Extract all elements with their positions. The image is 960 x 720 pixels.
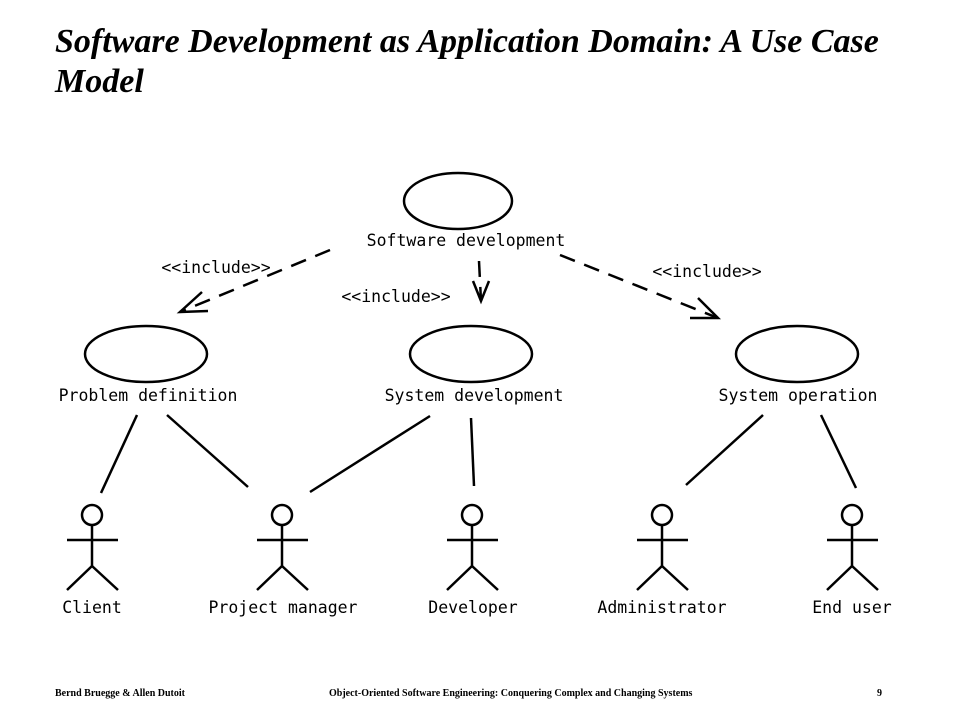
use-case-software-development-oval — [402, 171, 514, 231]
actor-developer-icon — [446, 503, 499, 591]
include-arrow-center — [477, 260, 483, 302]
association-system-development-developer — [469, 417, 476, 487]
use-case-system-operation-label: System operation — [719, 386, 878, 405]
include-label-left: <<include>> — [161, 258, 270, 277]
footer-page-number: 9 — [877, 688, 882, 699]
use-case-problem-definition-label: Problem definition — [59, 386, 238, 405]
actor-end-user-icon — [826, 503, 879, 591]
include-arrowhead-left — [176, 291, 209, 314]
association-system-operation-end-user — [819, 414, 858, 489]
footer-book-title: Object-Oriented Software Engineering: Co… — [329, 688, 693, 699]
actor-project-manager-icon — [256, 503, 309, 591]
actor-client-label: Client — [62, 598, 122, 617]
association-problem-definition-project-manager — [166, 414, 249, 488]
use-case-software-development-label: Software development — [367, 231, 566, 250]
include-label-right: <<include>> — [652, 262, 761, 281]
include-arrowhead-center — [471, 280, 491, 305]
actor-developer-label: Developer — [428, 598, 517, 617]
actor-end-user-label: End user — [812, 598, 892, 617]
use-case-system-development-label: System development — [385, 386, 564, 405]
include-arrowhead-right — [690, 297, 722, 320]
actor-project-manager-label: Project manager — [208, 598, 357, 617]
association-system-operation-administrator — [685, 414, 764, 486]
include-label-center: <<include>> — [341, 287, 450, 306]
use-case-problem-definition-oval — [83, 324, 209, 384]
association-system-development-project-manager — [309, 414, 431, 494]
actor-administrator-label: Administrator — [597, 598, 726, 617]
include-arrow-right — [559, 253, 719, 320]
actor-administrator-icon — [636, 503, 689, 591]
include-arrow-left — [179, 248, 331, 314]
association-problem-definition-client — [99, 414, 139, 494]
slide-title: Software Development as Application Doma… — [55, 23, 879, 100]
actor-client-icon — [66, 503, 119, 591]
use-case-system-operation-oval — [734, 324, 860, 384]
footer-authors: Bernd Bruegge & Allen Dutoit — [55, 688, 185, 699]
use-case-system-development-oval — [408, 324, 534, 384]
